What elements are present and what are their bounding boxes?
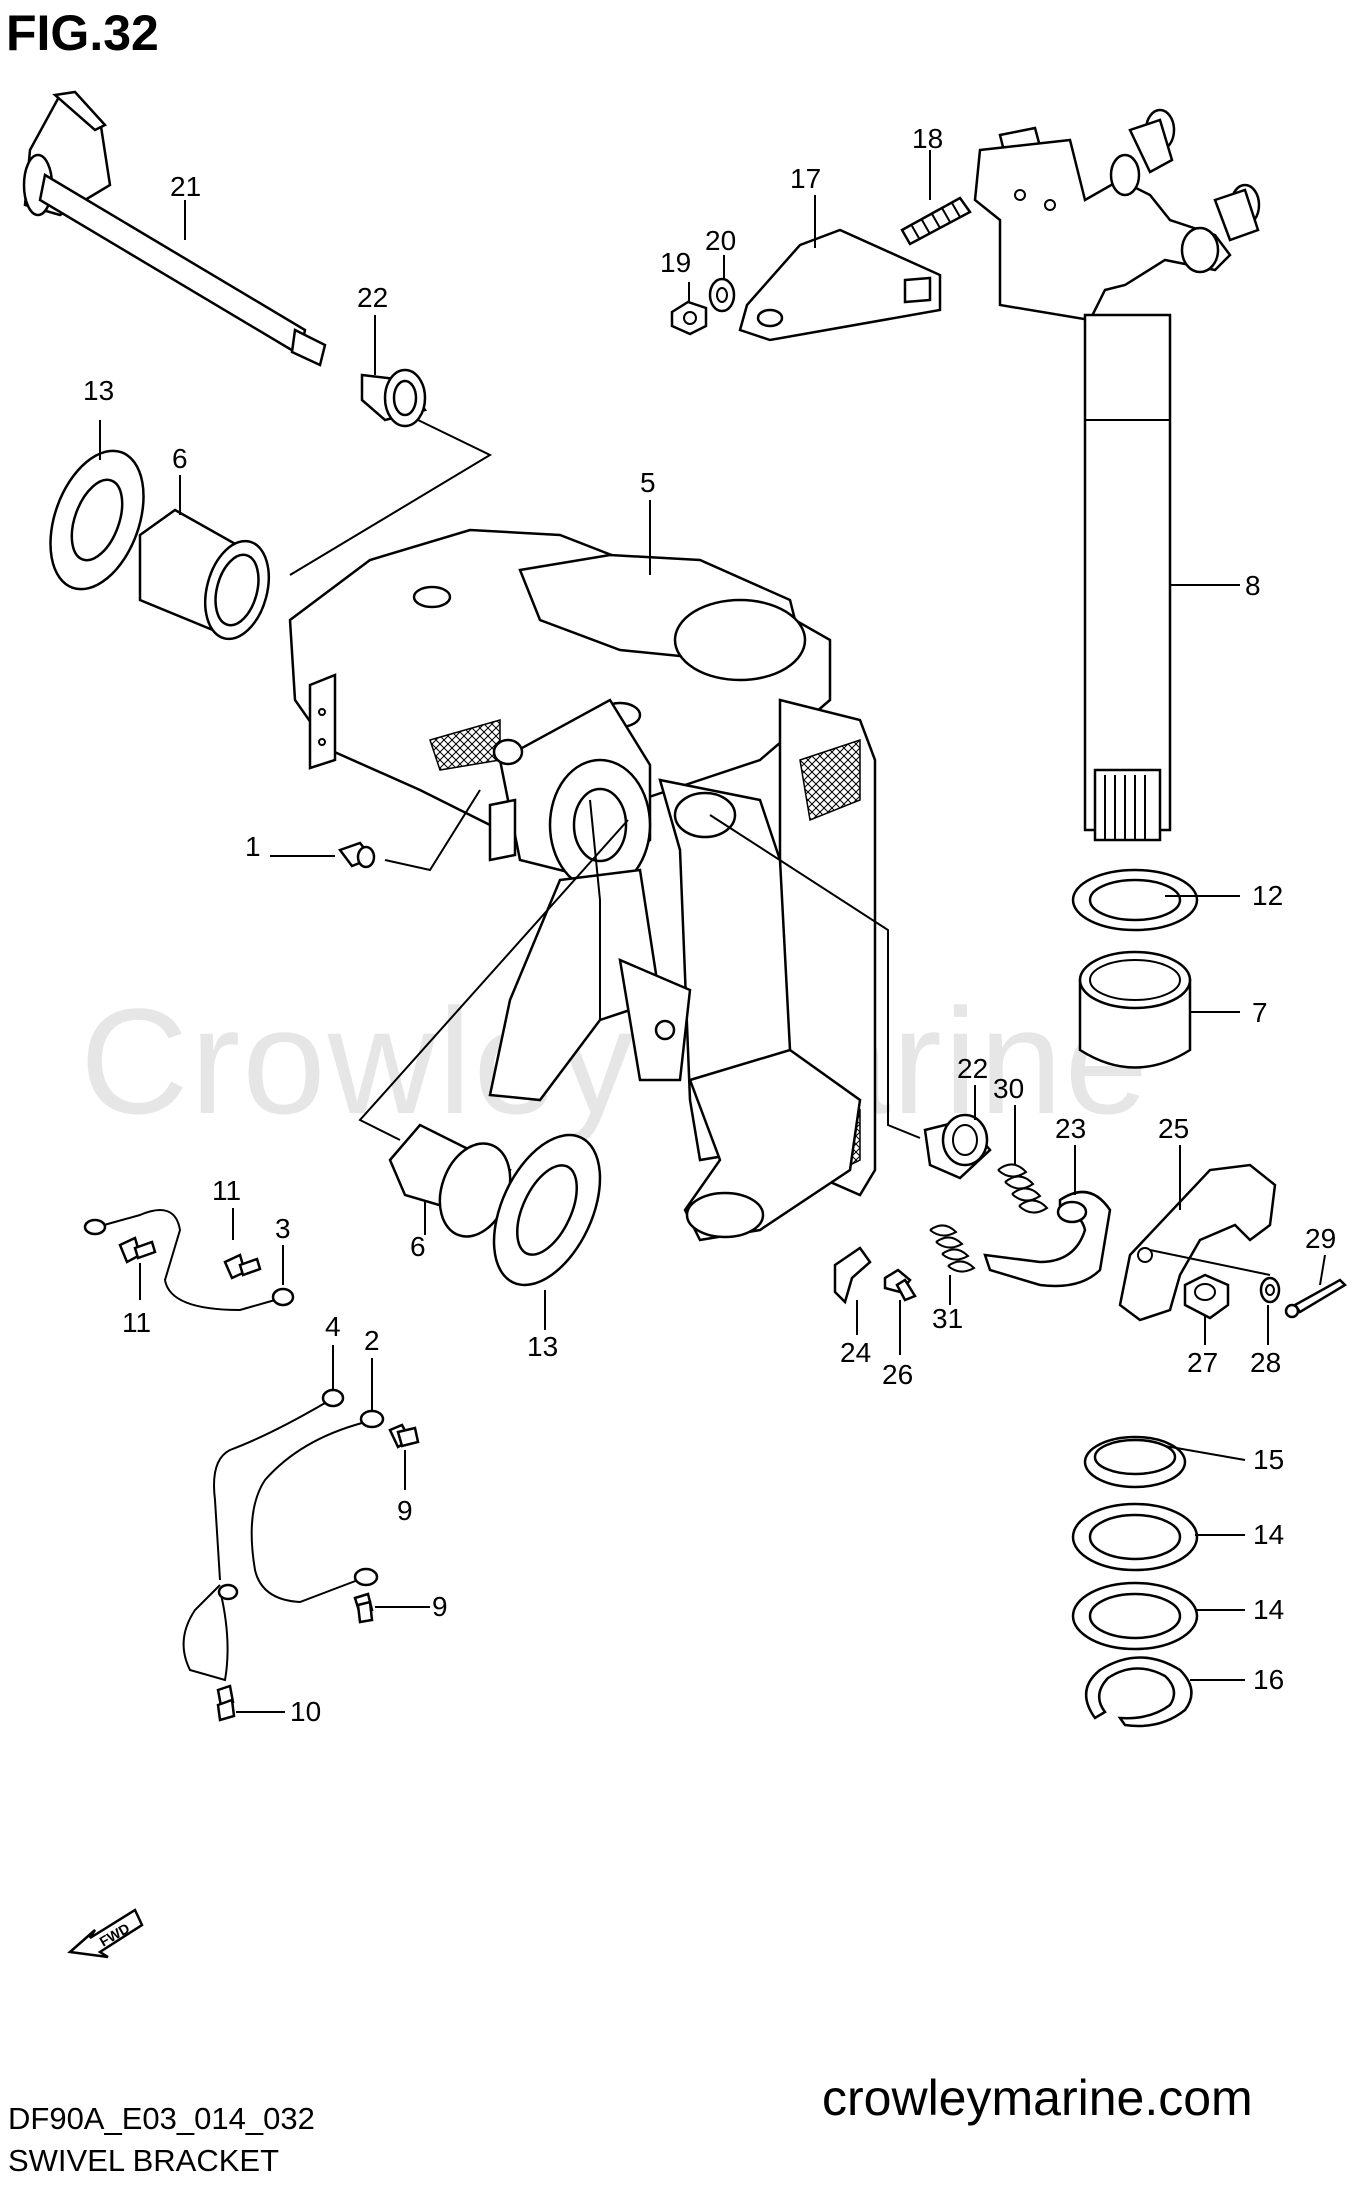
- callout-22-upper: 22: [357, 282, 388, 313]
- callout-5: 5: [640, 467, 656, 498]
- callout-27: 27: [1187, 1347, 1218, 1378]
- part-24-clip[interactable]: [833, 1246, 872, 1305]
- callout-3: 3: [275, 1213, 291, 1244]
- leader-lines: [99, 150, 1326, 1713]
- callout-22-lower: 22: [957, 1053, 988, 1084]
- callout-6-upper: 6: [172, 443, 188, 474]
- callout-31: 31: [932, 1303, 963, 1334]
- part-14-shim-lower[interactable]: [1071, 1581, 1199, 1651]
- part-23-lever[interactable]: [983, 1190, 1112, 1288]
- callout-2: 2: [364, 1325, 380, 1356]
- callout-16: 16: [1253, 1664, 1284, 1695]
- callout-18: 18: [912, 123, 943, 154]
- callout-30: 30: [993, 1073, 1024, 1104]
- part-18-stud[interactable]: [900, 196, 972, 246]
- part-3-ground-lead[interactable]: [83, 1209, 295, 1312]
- callout-23: 23: [1055, 1113, 1086, 1144]
- part-10-screw[interactable]: [216, 1684, 236, 1722]
- callout-28: 28: [1250, 1347, 1281, 1378]
- diagram-name: SWIVEL BRACKET: [8, 2143, 280, 2178]
- diagram-code: DF90A_E03_014_032: [8, 2101, 315, 2136]
- part-13-washer-upper[interactable]: [33, 438, 161, 602]
- part-8-steering-shaft[interactable]: [973, 108, 1261, 842]
- callout-4: 4: [325, 1311, 341, 1342]
- part-30-spring[interactable]: [997, 1163, 1049, 1214]
- forward-direction-arrow: FWD: [67, 1908, 144, 1959]
- part-13-washer-lower[interactable]: [472, 1118, 621, 1301]
- callout-10: 10: [290, 1696, 321, 1727]
- callout-20: 20: [705, 225, 736, 256]
- callout-14-lower: 14: [1253, 1594, 1284, 1625]
- part-11-screw-right[interactable]: [223, 1253, 262, 1280]
- callout-9-upper: 9: [397, 1495, 413, 1526]
- part-14-shim-upper[interactable]: [1071, 1502, 1199, 1572]
- part-12-washer[interactable]: [1071, 868, 1199, 932]
- part-22-bushing-lower[interactable]: [923, 1113, 992, 1180]
- part-2-lead-wire[interactable]: [250, 1409, 385, 1604]
- part-28-washer[interactable]: [1259, 1276, 1281, 1304]
- part-22-bushing-upper[interactable]: [360, 368, 428, 428]
- part-17-plate[interactable]: [738, 228, 942, 342]
- part-20-washer[interactable]: [708, 277, 736, 313]
- callout-9-lower: 9: [432, 1591, 448, 1622]
- part-31-spring[interactable]: [929, 1224, 976, 1273]
- part-4-lead-wire[interactable]: [182, 1388, 345, 1682]
- callout-11-lower: 11: [122, 1307, 151, 1338]
- part-6-bushing-lower[interactable]: [388, 1123, 522, 1246]
- part-11-screw-left[interactable]: [118, 1236, 157, 1264]
- callout-8: 8: [1245, 570, 1261, 601]
- callout-13-lower: 13: [527, 1331, 558, 1362]
- part-9-screw-lower[interactable]: [353, 1592, 374, 1624]
- part-25-tilt-lock-lever[interactable]: [1118, 1163, 1277, 1322]
- part-29-cotter-pin[interactable]: [1284, 1278, 1348, 1319]
- part-5-swivel-bracket[interactable]: [288, 528, 877, 1242]
- callout-21: 21: [170, 171, 201, 202]
- callout-15: 15: [1253, 1444, 1284, 1475]
- part-16-snap-ring[interactable]: [1085, 1656, 1193, 1728]
- callout-labels: 21 22 13 6 5 8 1 12 7 18 17 20 19 22 30 …: [83, 123, 1336, 1727]
- part-15-washer[interactable]: [1083, 1435, 1187, 1489]
- part-21-tilt-shaft[interactable]: [22, 90, 327, 367]
- part-27-collar[interactable]: [1183, 1273, 1230, 1320]
- callout-19: 19: [660, 247, 691, 278]
- callout-7: 7: [1252, 997, 1268, 1028]
- callout-26: 26: [882, 1359, 913, 1390]
- callout-11-upper: 11: [212, 1175, 241, 1206]
- part-7-bushing[interactable]: [1078, 950, 1192, 1069]
- part-19-nut[interactable]: [670, 300, 708, 336]
- part-6-bushing-upper[interactable]: [138, 508, 279, 646]
- callout-6-lower: 6: [410, 1231, 426, 1262]
- callout-17: 17: [790, 163, 821, 194]
- callout-24: 24: [840, 1337, 871, 1368]
- figure-title: FIG.32: [6, 5, 159, 61]
- website-label[interactable]: crowleymarine.com: [822, 2070, 1253, 2126]
- callout-14-upper: 14: [1253, 1519, 1284, 1550]
- callout-25: 25: [1158, 1113, 1189, 1144]
- callout-1: 1: [245, 831, 261, 862]
- part-1-grease-nipple[interactable]: [337, 841, 376, 869]
- callout-29: 29: [1305, 1223, 1336, 1254]
- part-9-screw-upper[interactable]: [388, 1423, 420, 1449]
- callout-12: 12: [1252, 880, 1283, 911]
- callout-13-upper: 13: [83, 375, 114, 406]
- part-26-screw[interactable]: [883, 1268, 917, 1302]
